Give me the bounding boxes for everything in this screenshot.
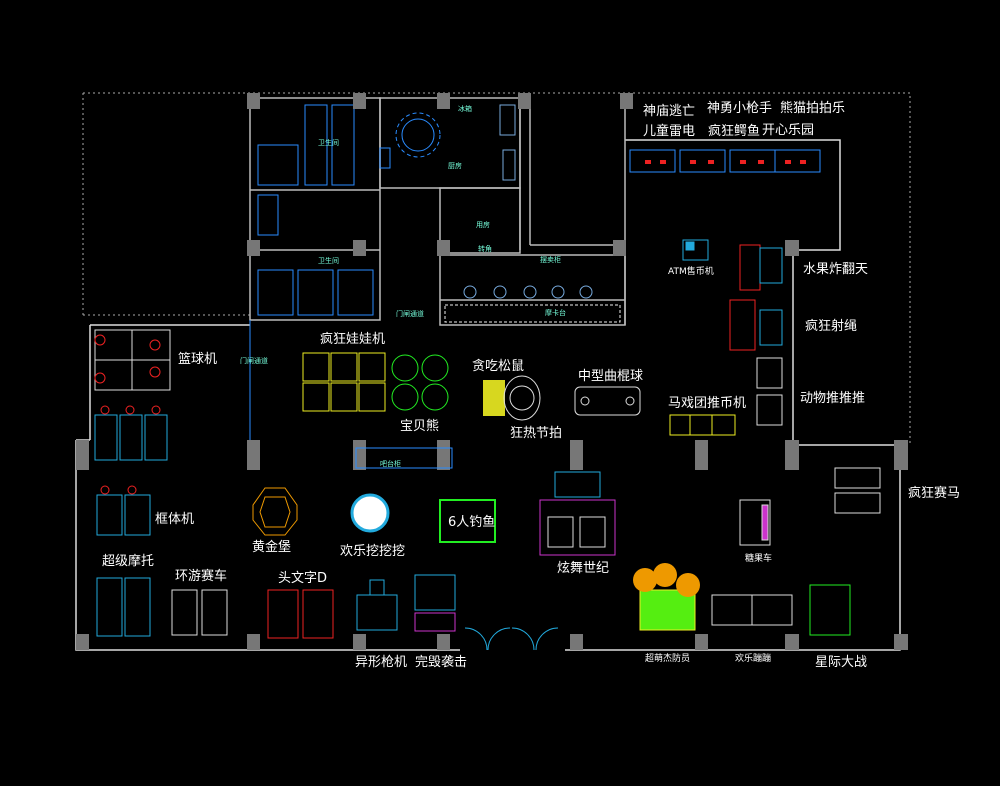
label-zhaoshi: 摆卖柜	[540, 256, 561, 264]
golden-fort-icon	[252, 487, 298, 536]
label-fengkuangeyu: 疯狂鳄鱼	[708, 124, 761, 139]
label-wanhui: 完毁袭击	[415, 655, 468, 670]
label-tanchi: 贪吃松鼠	[472, 359, 525, 374]
horse-race-icon	[834, 467, 881, 514]
label-xiongmao: 熊猫拍拍乐	[780, 101, 846, 116]
label-maxi: 马戏团推币机	[668, 396, 747, 411]
label-tangguo: 糖果车	[745, 554, 773, 564]
label-menjin: 门闸通道	[396, 310, 424, 318]
label-shenmiao: 神庙逃亡	[643, 104, 696, 119]
label-wawa: 欢乐挖挖挖	[340, 544, 406, 559]
assault-icon	[414, 574, 456, 632]
label-lanqiu: 篮球机	[178, 352, 218, 367]
dig-machine-icon	[350, 493, 390, 533]
label-dongwu: 动物推推推	[800, 391, 866, 406]
air-hockey-icon	[574, 386, 641, 416]
label-kaixin: 开心乐园	[762, 123, 815, 138]
label-menjin2: 门闸通道	[240, 357, 268, 365]
dance-machine-icon	[539, 471, 616, 556]
partition	[355, 447, 453, 469]
candy-car-icon	[739, 499, 771, 546]
pusher-machines	[756, 357, 783, 426]
firefighter-icon	[633, 563, 700, 631]
label-ertong: 儿童雷电	[643, 124, 696, 139]
label-weisheng2: 卫生间	[318, 257, 339, 265]
label-shenyong: 神勇小枪手	[707, 101, 773, 116]
label-diaoyu: 6人钓鱼	[448, 515, 496, 530]
star-wars-icon	[809, 584, 851, 636]
rhythm-machine-icon	[503, 375, 541, 421]
label-chufang: 厨房	[448, 162, 462, 170]
coin-pusher-icon	[669, 414, 736, 436]
label-wawaji: 疯狂娃娃机	[320, 332, 386, 347]
fruit-machines	[729, 244, 783, 351]
label-kuangti: 框体机	[155, 512, 195, 527]
jump-machine-icon	[711, 594, 793, 626]
label-huanle: 欢乐蹦蹦	[735, 654, 772, 664]
label-kuangre: 狂热节拍	[510, 426, 563, 441]
motorbike-icon	[96, 577, 151, 637]
label-bingxiang: 冰箱	[458, 105, 472, 113]
label-qianting: 吧台柜	[380, 460, 401, 468]
label-saima: 疯狂赛马	[908, 486, 961, 501]
toilet-stalls	[249, 104, 391, 470]
game-machines-row	[629, 149, 821, 173]
label-huanyou: 环游赛车	[175, 569, 228, 584]
cabinet-machines	[94, 405, 168, 536]
label-guitai: 摩卡台	[545, 309, 566, 317]
crane-machines	[302, 352, 449, 412]
label-huangjin: 黄金堡	[252, 540, 292, 555]
fishing-machine-icon	[439, 499, 496, 543]
service-rooms	[249, 97, 626, 326]
basketball-machine-icon	[94, 329, 171, 391]
label-weisheng1: 卫生间	[318, 139, 339, 147]
initial-d-icon	[267, 589, 334, 639]
label-zhongxing: 中型曲棍球	[578, 369, 644, 384]
label-touwen: 头文字D	[278, 571, 328, 586]
label-shuiguo: 水果炸翻天	[803, 262, 869, 277]
label-yongfang: 用房	[476, 221, 490, 229]
label-moto: 超级摩托	[102, 554, 155, 569]
label-chaoshen: 超萌杰防员	[645, 654, 691, 664]
dining-table-icon	[395, 112, 441, 158]
atm-icon	[682, 239, 709, 261]
entrance-doors-icon	[464, 627, 559, 651]
label-sheshen: 疯狂射绳	[805, 319, 858, 334]
kitchen-fixtures	[444, 104, 621, 323]
racing-car-icon	[171, 589, 228, 636]
label-baobei: 宝贝熊	[400, 419, 440, 434]
squirrel-machine-icon	[483, 380, 505, 416]
label-zhuanjiao: 转角	[478, 245, 492, 253]
label-yixing: 异形枪机	[355, 655, 408, 670]
label-xuanwu: 炫舞世纪	[557, 561, 610, 576]
label-xingji: 星际大战	[815, 655, 868, 670]
label-atm: ATM售币机	[668, 267, 714, 277]
alien-gun-icon	[356, 579, 398, 631]
